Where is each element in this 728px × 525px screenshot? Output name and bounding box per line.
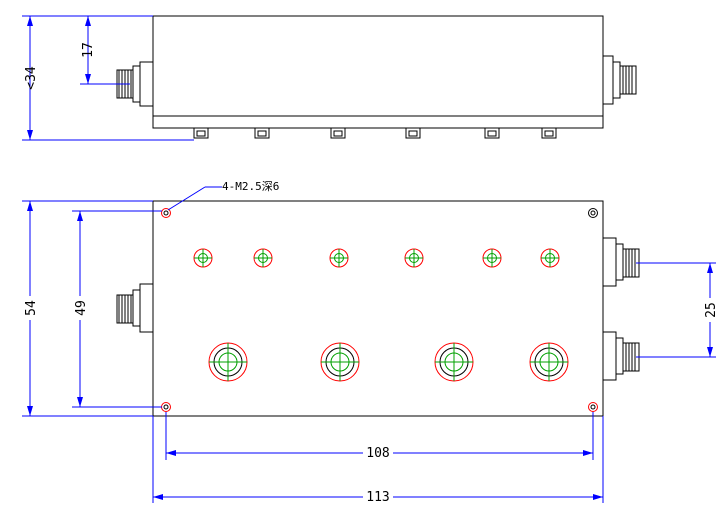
side-view-dimensions	[22, 15, 194, 141]
top-right-connector-upper	[602, 237, 640, 287]
side-bottom-studs	[193, 127, 557, 139]
top-right-connector-lower	[602, 331, 640, 381]
dim-hole-horizontal-spacing: 108	[366, 446, 389, 461]
side-view-base-plate	[152, 115, 604, 129]
small-hole	[540, 248, 560, 268]
dim-hole-vertical-spacing: 49	[74, 300, 89, 316]
top-left-connector	[116, 283, 154, 333]
small-hole	[253, 248, 273, 268]
large-hole	[320, 342, 360, 382]
dim-port-spacing: 25	[704, 302, 719, 318]
dim-text-backgrounds	[22, 296, 718, 504]
small-hole	[482, 248, 502, 268]
small-tuning-holes	[193, 248, 560, 268]
dim-overall-length: 113	[366, 490, 389, 505]
large-tuning-holes	[208, 342, 569, 382]
small-hole	[404, 248, 424, 268]
side-view-body	[152, 15, 604, 117]
side-right-connector	[602, 55, 637, 105]
small-hole	[329, 248, 349, 268]
large-hole	[208, 342, 248, 382]
arrowheads	[27, 16, 713, 500]
dim-side-height: 17	[81, 42, 96, 58]
dim-side-overall: <34	[24, 66, 39, 90]
top-view	[116, 200, 640, 417]
large-hole	[434, 342, 474, 382]
large-hole	[529, 342, 569, 382]
mounting-hole-note: 4-M2.5深6	[222, 180, 279, 193]
small-hole	[193, 248, 213, 268]
side-view	[116, 15, 637, 139]
top-view-body	[152, 200, 604, 417]
dim-top-height: 54	[24, 300, 39, 316]
